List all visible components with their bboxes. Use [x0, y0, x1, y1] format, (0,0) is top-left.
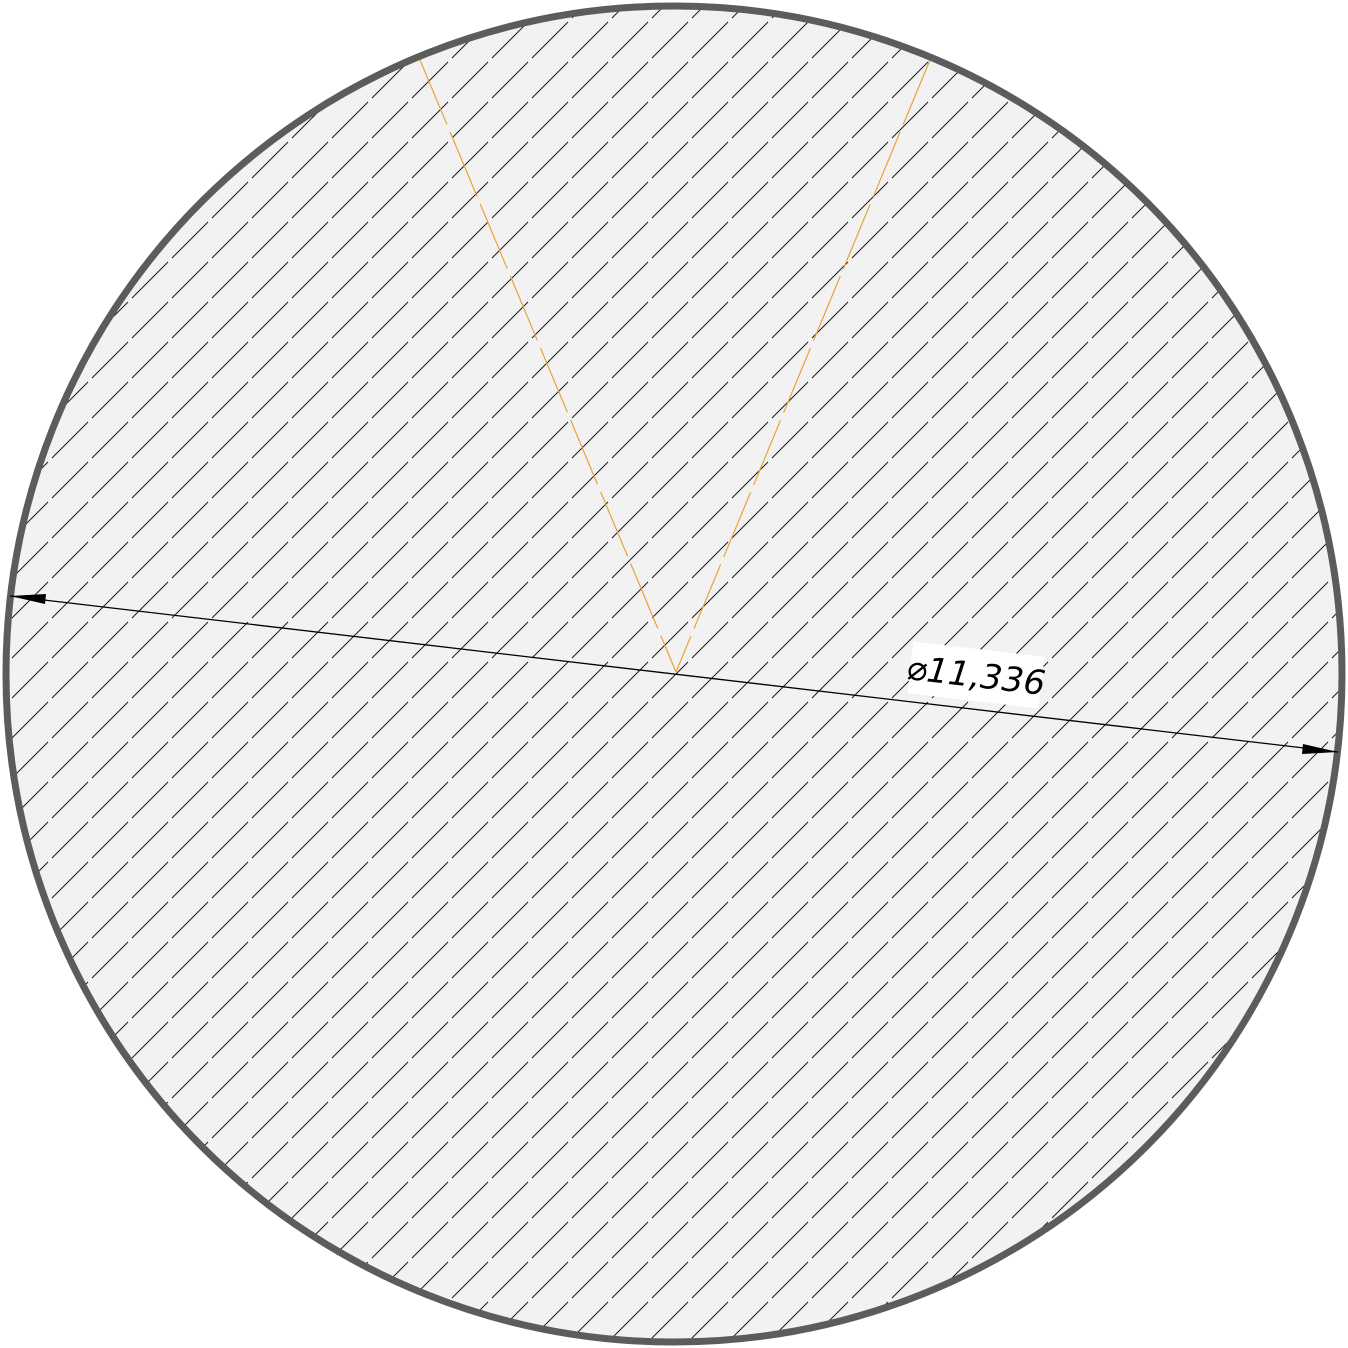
dimension-arrow-left [10, 594, 46, 604]
construction-line-right [675, 59, 931, 673]
dimension-label-background [907, 641, 1045, 709]
dimension-arrow-right [1302, 744, 1338, 754]
diameter-dimension[interactable]: ⌀11,336 [9, 594, 1339, 754]
construction-lines [419, 59, 931, 673]
dimension-line [9, 595, 1339, 753]
construction-line-left [419, 59, 677, 673]
